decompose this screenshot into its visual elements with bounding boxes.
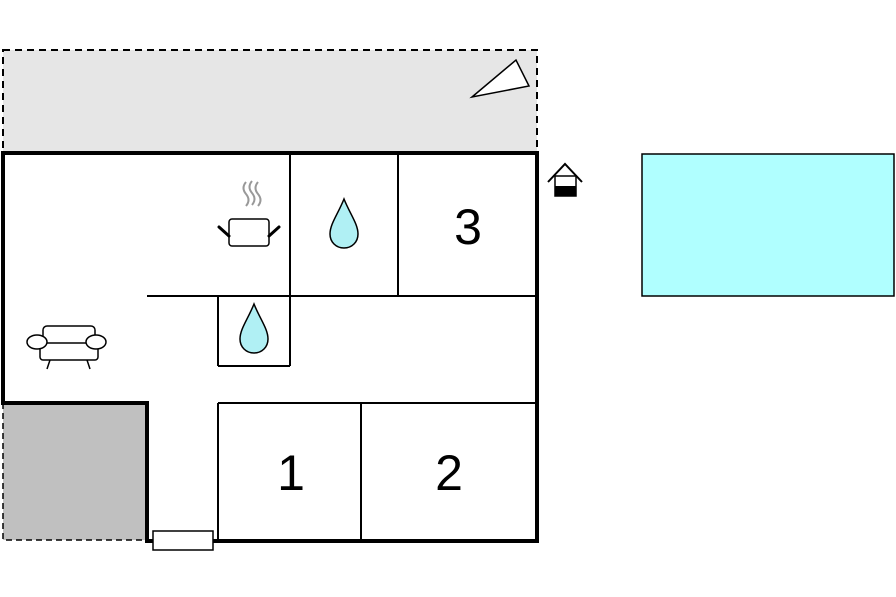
house-entrance-icon — [547, 162, 583, 197]
bathroom-water-drop-icon — [329, 196, 359, 249]
bedroom-1-label: 1 — [277, 445, 305, 501]
entrance-door — [152, 530, 214, 551]
toilet-water-drop-icon — [239, 301, 269, 354]
bedroom-2-label: 2 — [435, 445, 463, 501]
annex-dashed-border — [2, 403, 147, 541]
terrace-icon — [469, 58, 531, 99]
annex-area — [3, 403, 147, 540]
interior-walls — [147, 153, 537, 541]
cooking-pot-icon — [217, 180, 281, 247]
outer-walls — [1, 151, 539, 543]
sofa-icon — [26, 325, 107, 370]
terrace-area — [2, 49, 538, 154]
swimming-pool — [641, 153, 895, 297]
bedroom-3-label: 3 — [454, 199, 482, 255]
